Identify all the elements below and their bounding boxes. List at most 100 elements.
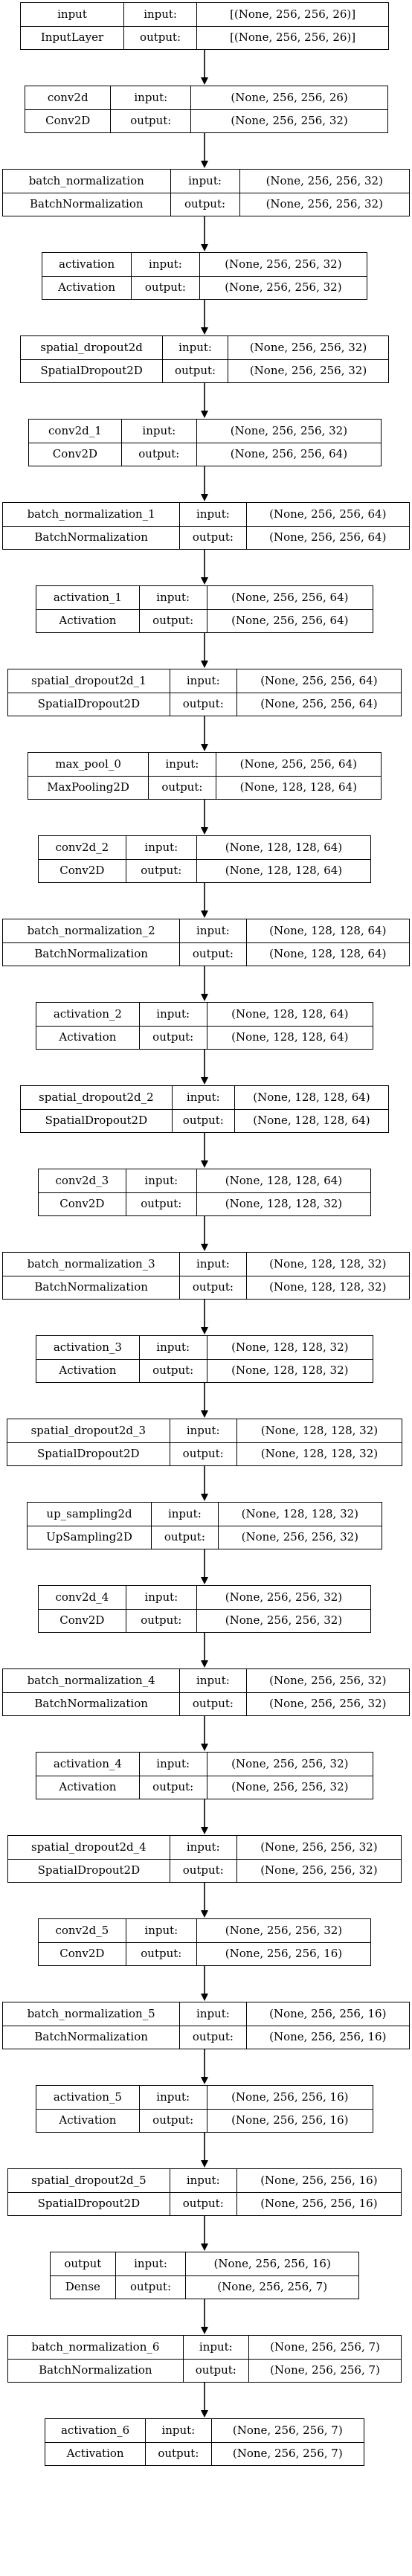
layer-type: BatchNormalization: [3, 2025, 181, 2049]
output-label: output:: [125, 1192, 197, 1215]
layer-type: BatchNormalization: [3, 525, 181, 549]
input-shape: (None, 256, 256, 32): [245, 1669, 409, 1693]
input-label: input:: [110, 86, 192, 110]
arrowhead: [201, 1244, 208, 1251]
input-label: input:: [169, 669, 237, 693]
arrowhead: [201, 744, 208, 751]
arrowhead: [201, 661, 208, 668]
layer-type: Activation: [36, 1775, 140, 1799]
output-label: output:: [138, 1025, 207, 1049]
input-shape: (None, 128, 128, 32): [236, 1419, 402, 1443]
input-shape: (None, 256, 256, 64): [215, 753, 381, 777]
layer-name: spatial_dropout2d_4: [8, 1836, 170, 1860]
input-label: input:: [138, 2086, 207, 2110]
arrowhead: [201, 2327, 208, 2334]
arrowhead: [201, 2243, 208, 2251]
layer-type: SpatialDropout2D: [8, 692, 170, 716]
output-label: output:: [138, 1358, 207, 1382]
output-label: output:: [123, 25, 198, 49]
input-label: input:: [125, 1586, 197, 1610]
output-label: output:: [179, 1692, 247, 1715]
layer-name: activation_5: [36, 2086, 140, 2110]
layer-name: batch_normalization_4: [3, 1669, 181, 1693]
input-shape: (None, 128, 128, 64): [196, 1169, 370, 1193]
input-label: input:: [169, 1419, 237, 1443]
layer-name: activation_2: [36, 1003, 140, 1027]
layer-name: spatial_dropout2d: [21, 336, 164, 360]
input-label: input:: [179, 1253, 247, 1276]
output-shape: (None, 256, 256, 7): [248, 2358, 401, 2382]
layer-type: BatchNormalization: [3, 1275, 181, 1299]
arrowhead: [201, 327, 208, 335]
output-shape: (None, 256, 256, 16): [196, 1941, 370, 1965]
arrowhead: [201, 161, 208, 168]
input-shape: (None, 256, 256, 32): [196, 1586, 370, 1610]
input-shape: (None, 256, 256, 32): [239, 170, 409, 193]
output-label: output:: [179, 2025, 247, 2049]
output-shape: (None, 256, 256, 16): [206, 2108, 373, 2132]
layer-type: SpatialDropout2D: [8, 1858, 170, 1882]
input-label: input:: [125, 1169, 197, 1193]
layer-name: activation_6: [45, 2419, 147, 2443]
input-label: input:: [182, 2336, 249, 2360]
output-shape: (None, 256, 256, 64): [196, 442, 381, 466]
output-label: output:: [131, 275, 200, 299]
input-label: input:: [145, 2419, 212, 2443]
output-shape: (None, 128, 128, 32): [206, 1358, 373, 1382]
layer-name: batch_normalization_2: [3, 919, 181, 943]
layer-name: spatial_dropout2d_3: [7, 1419, 170, 1443]
output-label: output:: [162, 359, 229, 382]
input-label: input:: [170, 170, 240, 193]
layer-name: conv2d_1: [29, 420, 122, 443]
input-shape: (None, 256, 256, 32): [206, 1753, 373, 1776]
layer-type: BatchNormalization: [3, 942, 181, 966]
layer-name: activation_3: [36, 1336, 140, 1360]
layer-type: Activation: [36, 2108, 140, 2132]
arrowhead: [201, 1660, 208, 1668]
layer-name: batch_normalization_6: [8, 2336, 184, 2360]
arrowhead: [201, 494, 208, 501]
input-shape: (None, 128, 128, 32): [217, 1503, 382, 1526]
arrowhead: [201, 1077, 208, 1085]
arrowhead: [201, 1577, 208, 1584]
output-label: output:: [138, 608, 207, 632]
layer-name: batch_normalization: [3, 170, 171, 193]
layer-type: BatchNormalization: [3, 1692, 181, 1715]
input-label: input:: [123, 3, 198, 27]
output-shape: (None, 128, 128, 64): [245, 942, 409, 966]
output-shape: (None, 256, 256, 7): [185, 2275, 358, 2299]
output-shape: (None, 256, 256, 16): [245, 2025, 409, 2049]
arrowhead: [201, 1494, 208, 1501]
input-label: input:: [138, 1003, 207, 1027]
arrowhead: [201, 2077, 208, 2084]
input-shape: (None, 256, 256, 32): [196, 1919, 370, 1943]
input-shape: (None, 256, 256, 64): [206, 586, 373, 610]
input-shape: (None, 256, 256, 7): [248, 2336, 401, 2360]
input-label: input:: [125, 836, 197, 860]
layer-type: InputLayer: [21, 25, 124, 49]
layer-name: conv2d: [25, 86, 112, 110]
layer-type: Activation: [42, 275, 132, 299]
layer-type: Activation: [36, 1025, 140, 1049]
layer-type: Conv2D: [39, 858, 126, 882]
output-shape: (None, 256, 256, 32): [245, 1692, 409, 1715]
layer-name: activation: [42, 253, 132, 277]
layer-type: MaxPooling2D: [28, 775, 149, 799]
output-label: output:: [125, 1608, 197, 1632]
layer-name: up_sampling2d: [28, 1503, 152, 1526]
layer-name: max_pool_0: [28, 753, 149, 777]
arrowhead: [201, 994, 208, 1001]
input-label: input:: [179, 2002, 247, 2026]
output-label: output:: [169, 2191, 237, 2215]
output-shape: (None, 256, 256, 32): [199, 275, 367, 299]
arrowhead: [201, 827, 208, 835]
output-shape: (None, 256, 256, 32): [236, 1858, 401, 1882]
